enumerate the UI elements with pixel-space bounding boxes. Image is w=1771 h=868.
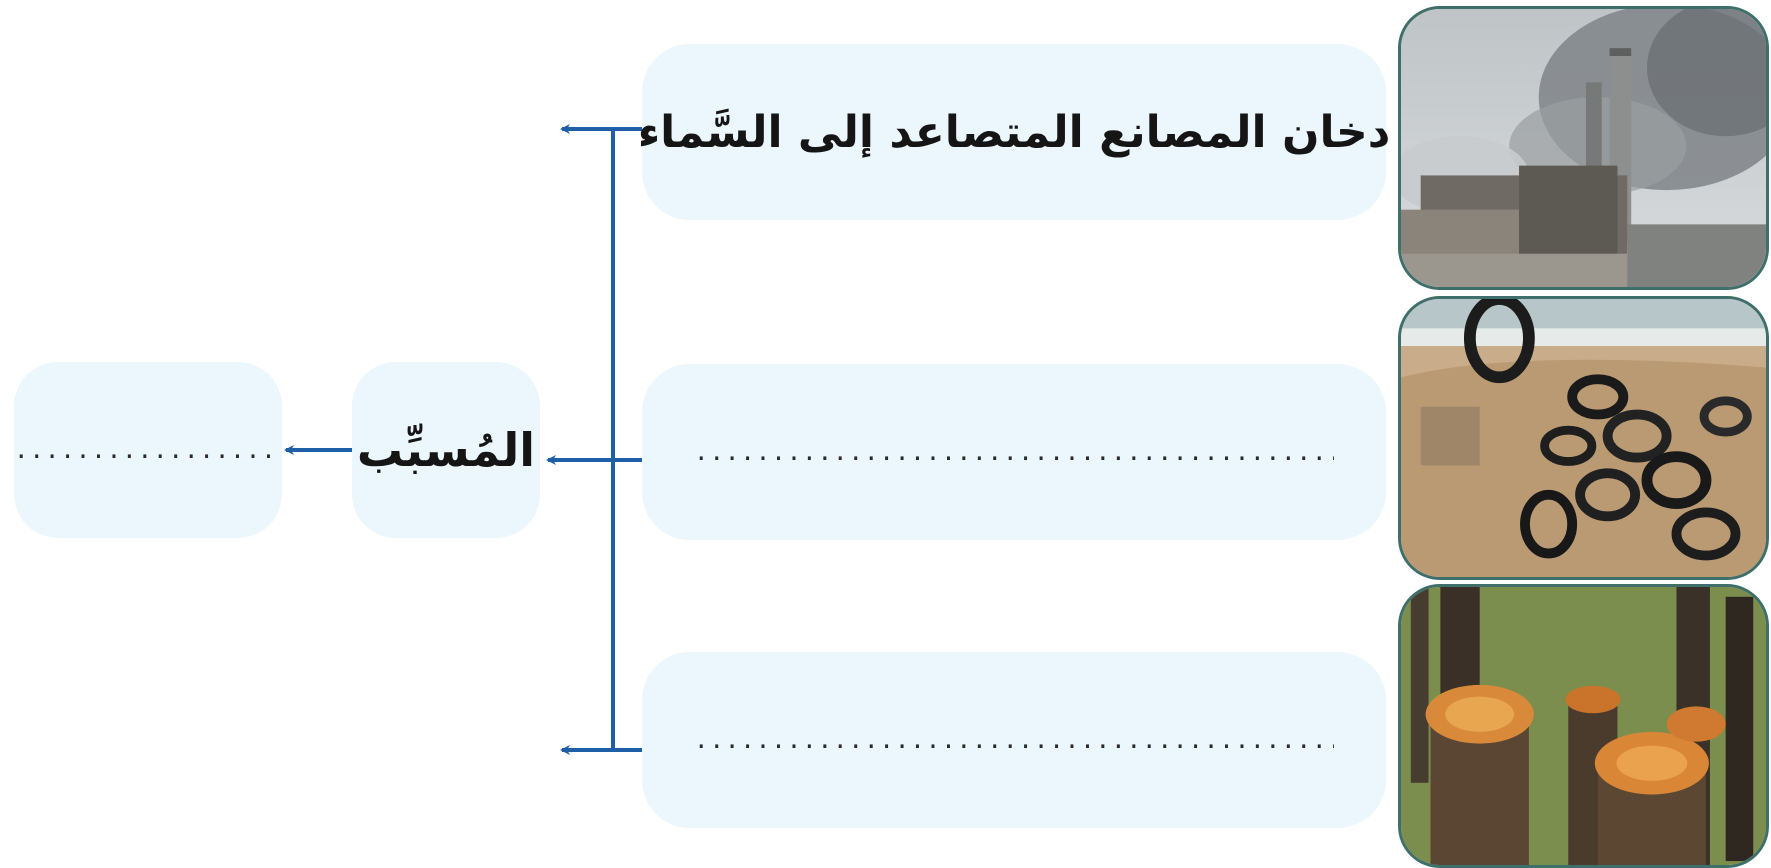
result-blank: ...................... — [14, 436, 282, 464]
cause-text-1: دخان المصانع المتصاعد إلى السَّماء — [637, 106, 1391, 158]
cause-box-3[interactable]: ........................................… — [642, 652, 1386, 828]
cut-tree-stumps-photo — [1398, 584, 1769, 868]
center-label: المُسبِّب — [356, 423, 536, 477]
cause-box-2[interactable]: ........................................… — [642, 364, 1386, 540]
cause-blank-2: ........................................… — [694, 438, 1334, 466]
factory-smoke-photo — [1398, 6, 1769, 290]
cause-blank-3: ........................................… — [694, 726, 1334, 754]
tire-waste-photo — [1398, 296, 1769, 580]
cause-box-1: دخان المصانع المتصاعد إلى السَّماء — [638, 44, 1390, 220]
center-box: المُسبِّب — [352, 362, 540, 538]
result-box[interactable]: ...................... — [14, 362, 282, 538]
